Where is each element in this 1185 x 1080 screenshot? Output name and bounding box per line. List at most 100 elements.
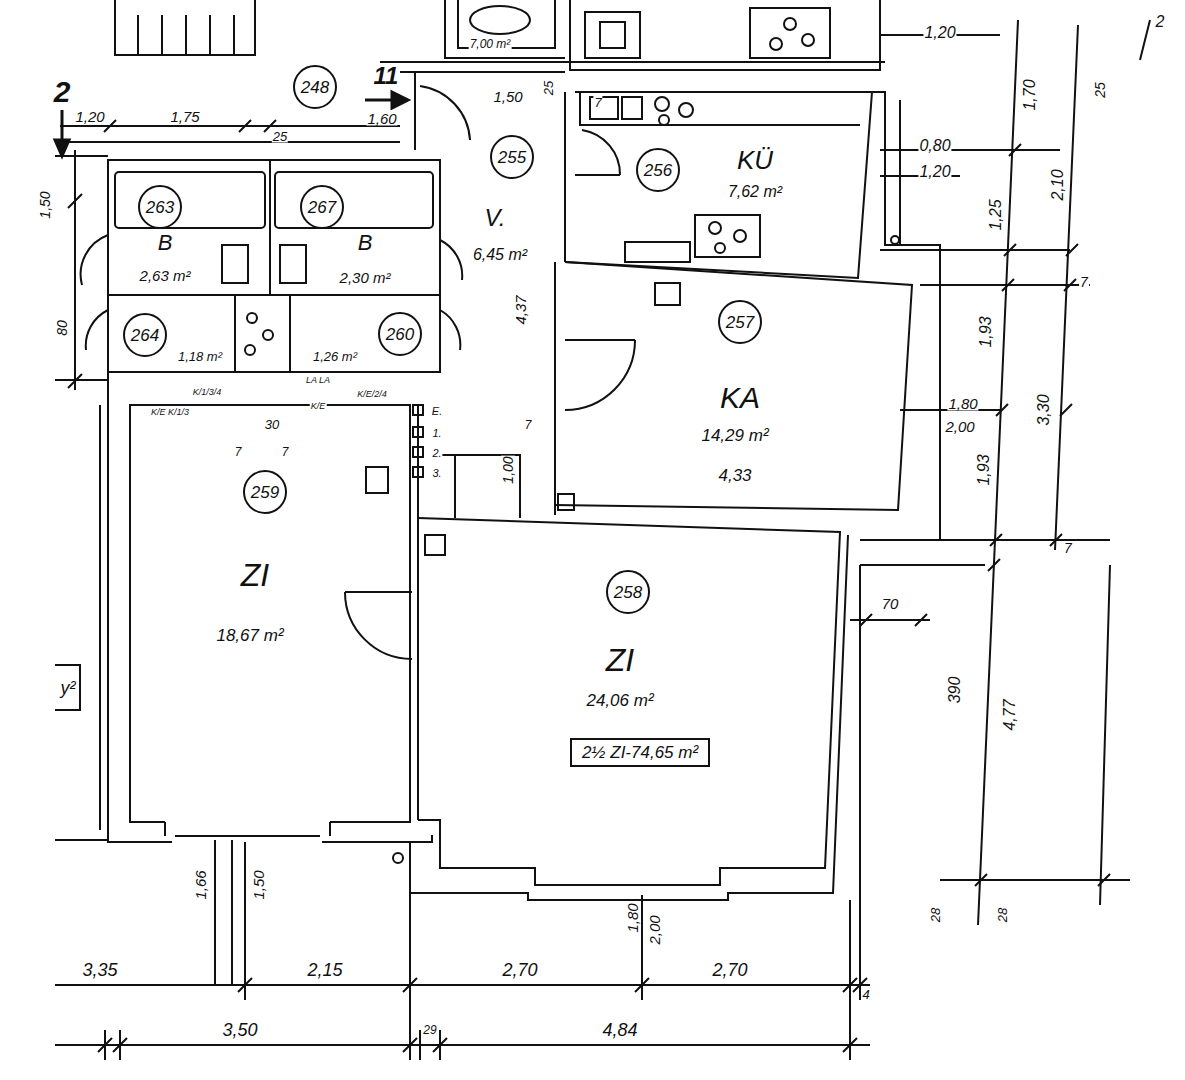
dimension-label: 4,37	[513, 294, 528, 325]
dimension-label: K/E/2/4	[356, 390, 388, 399]
room-number-circle: 267	[300, 185, 344, 229]
room-number-circle: 258	[606, 570, 650, 614]
room-name: V.	[485, 206, 506, 230]
dimension-label: 390	[947, 676, 963, 705]
room-area-value: 7,62 m²	[728, 184, 782, 200]
dimension-label: 2,00	[647, 914, 662, 945]
dimension-label: 3,35	[81, 961, 118, 979]
dimension-label: 7	[281, 446, 290, 458]
room-area: B 2,30 m² 267	[275, 185, 435, 290]
dimension-label: 1,20	[74, 109, 105, 124]
dimension-label: 2.	[431, 448, 442, 459]
room-number: 258	[614, 584, 642, 601]
dimension-label: 1,00	[501, 455, 515, 484]
dimension-label: 1,50	[38, 190, 52, 219]
dimension-label: 1,20	[923, 25, 956, 41]
room-name: B	[358, 232, 373, 254]
room-number-circle: 260	[378, 312, 422, 356]
apartment-summary-box: 2½ ZI-74,65 m²	[570, 738, 710, 767]
room-area: V. 6,45 m² 255	[445, 120, 555, 420]
dimension-label: 29	[422, 1024, 437, 1036]
dimension-label: 25	[542, 80, 555, 96]
room-area-value: 24,06 m²	[586, 692, 653, 709]
room-number: 260	[386, 326, 414, 343]
room-number-circle: 263	[138, 185, 182, 229]
room-area-value: 1,18 m²	[178, 350, 222, 363]
dimension-label: 1,70	[1022, 78, 1038, 111]
room-area: KÜ 7,62 m² 256	[575, 125, 860, 265]
dimension-label: E.	[431, 406, 443, 417]
room-number: 255	[498, 149, 526, 166]
dimension-label: 7	[593, 96, 602, 109]
room-area: KA 14,29 m² 257	[575, 295, 895, 495]
dimension-label: 1,93	[976, 453, 992, 486]
dimension-label: 0,80	[918, 138, 951, 154]
room-number: 259	[251, 484, 279, 501]
room-name: KÜ	[737, 147, 773, 173]
dimension-label: 7	[524, 419, 533, 431]
room-area-value: 2,63 m²	[140, 268, 191, 283]
room-name: B	[158, 232, 173, 254]
room-number-circle: 248	[293, 65, 337, 109]
room-area: ZI 18,67 m² 259	[135, 440, 405, 810]
summary-text: 2½ ZI-74,65 m²	[582, 744, 698, 761]
room-number-circle: 256	[636, 148, 680, 192]
dimension-label: 4,77	[1002, 698, 1018, 731]
dimension-label: K/E K/1/3	[150, 408, 190, 417]
dimension-label: 1,50	[251, 869, 266, 900]
room-area-value: 18,67 m²	[216, 627, 283, 644]
dimension-label: 4,84	[601, 1021, 638, 1039]
dimension-label: 1,75	[169, 109, 200, 124]
room-area-value: 14,29 m²	[701, 427, 768, 444]
dimension-label: 3,50	[221, 1021, 258, 1039]
dimension-label: 1,50	[492, 89, 523, 104]
room-number: 263	[146, 199, 174, 216]
room-number: 256	[644, 162, 672, 179]
dimension-label: 70	[881, 596, 900, 611]
dimension-label: 28	[996, 907, 1009, 923]
room-number-circle: 259	[243, 470, 287, 514]
dimension-label: 2,70	[501, 961, 538, 979]
room-area-value: 2,30 m²	[340, 270, 391, 285]
dimension-label: 1,20	[918, 164, 951, 180]
dimension-label: 2,00	[944, 419, 975, 434]
room-name: ZI	[241, 559, 269, 591]
dimension-label: K/E	[310, 402, 327, 411]
room-number: 264	[131, 327, 159, 344]
dimension-label: 28	[929, 907, 942, 923]
section-mark: 2	[53, 77, 72, 107]
dimension-label: 1,66	[193, 869, 208, 900]
room-number: 257	[726, 314, 754, 331]
room-number: 248	[301, 79, 329, 96]
room-area-value: 6,45 m²	[473, 247, 527, 263]
dimension-label: 4,33	[717, 467, 752, 484]
dimension-label: K/1/3/4	[192, 388, 223, 397]
dimension-label: 1,25	[988, 198, 1004, 231]
room-name: KA	[720, 383, 760, 413]
dimension-label: 3.	[431, 468, 442, 479]
dimension-label: 7	[1079, 275, 1089, 289]
room-area: 1,18 m² 264	[115, 305, 233, 367]
room-area-value: 1,26 m²	[313, 350, 357, 363]
dimension-label: 25	[1093, 81, 1107, 99]
dimension-label: 2,70	[711, 961, 748, 979]
dimension-label: LA LA	[305, 376, 331, 385]
dimension-label: 25	[272, 130, 288, 143]
dimension-label: 80	[55, 319, 69, 337]
dimension-label: 30	[264, 418, 280, 431]
room-number-circle: 264	[123, 313, 167, 357]
section-mark: 11	[373, 64, 400, 88]
dimension-label: 1,80	[947, 396, 978, 411]
dimension-label: 7,00 m²	[469, 38, 512, 50]
dimension-label: 7	[1063, 541, 1073, 555]
dimension-label: 2	[1155, 14, 1166, 30]
dimension-label: 1,80	[625, 902, 640, 933]
dimension-label: 1.	[431, 428, 442, 439]
room-area: 1,26 m² 260	[292, 305, 437, 367]
dimension-label: y²	[60, 679, 77, 697]
dimension-label: 1,93	[978, 315, 994, 348]
room-name: ZI	[606, 644, 634, 676]
dimension-label: 2,10	[1050, 168, 1066, 201]
room-number-circle: 255	[490, 135, 534, 179]
dimension-label: 4	[861, 988, 870, 1001]
